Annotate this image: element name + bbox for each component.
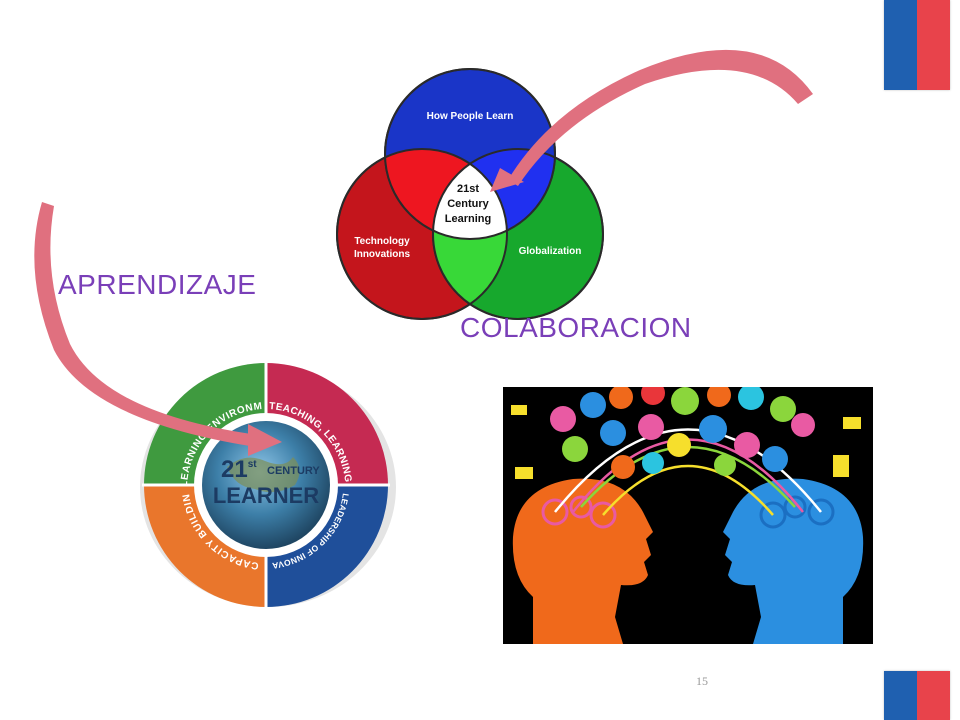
page-number: 15: [696, 674, 708, 688]
word-aprendizaje: APRENDIZAJE: [58, 269, 257, 300]
wheel-center-century: CENTURY: [267, 465, 320, 477]
venn-center-label-3: Learning: [445, 213, 491, 225]
wheel-center-number: 21: [221, 456, 248, 483]
arrow-to-venn-center: [490, 49, 813, 192]
word-colaboracion: COLABORACION: [460, 312, 692, 343]
arrow-to-wheel-center: [34, 202, 282, 456]
venn-top-label: How People Learn: [427, 111, 514, 122]
venn-left-label-2: Innovations: [354, 249, 411, 260]
venn-center-label-1: 21st: [457, 183, 479, 195]
flag-decoration-bottom: [884, 671, 950, 720]
venn-diagram-image: How People Learn Technology Innovations …: [336, 68, 604, 320]
collaboration-heads-image: [503, 387, 873, 644]
wheel-center-superscript: st: [248, 459, 258, 470]
svg-text:21st: 21st: [221, 456, 257, 483]
venn-center-label-2: Century: [447, 198, 489, 210]
flag-decoration-top: [884, 0, 950, 90]
wheel-center-learner: LEARNER: [213, 483, 319, 508]
venn-left-label-1: Technology: [354, 236, 410, 247]
learner-wheel-image: LEARNING ENVIRONMENTS TEACHING, LEARNING…: [135, 357, 396, 607]
venn-right-label: Globalization: [519, 246, 582, 257]
